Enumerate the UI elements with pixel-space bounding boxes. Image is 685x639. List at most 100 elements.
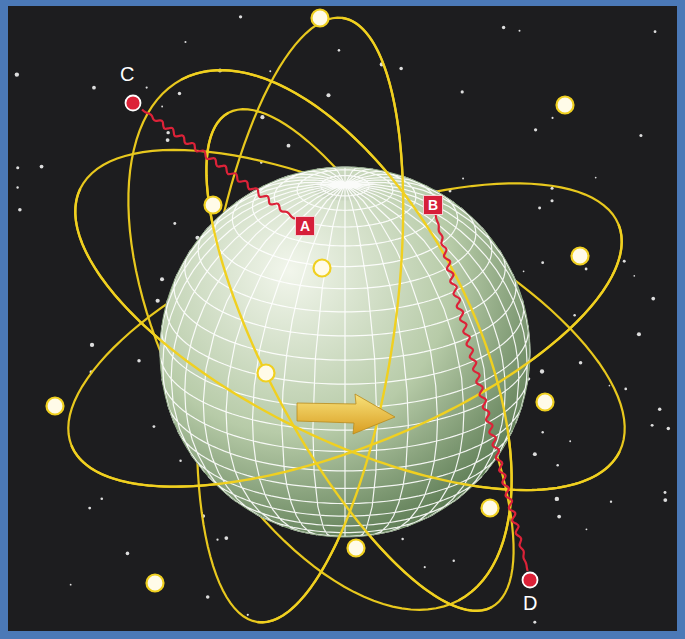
globe-rim [160,167,530,537]
star [585,528,587,530]
star [92,86,96,90]
satellite [482,500,499,517]
star [639,134,642,137]
star [557,515,561,519]
star [90,343,94,347]
globe-sphere [160,167,530,537]
marker-dot [126,96,141,111]
star [556,464,559,467]
star [609,385,611,387]
orbit-path [258,18,404,622]
star [137,359,140,362]
star [624,388,627,391]
star [16,186,18,188]
star [541,261,544,264]
star [610,501,612,503]
star [523,270,525,272]
receiver-flag: B [423,195,443,215]
satellite [537,394,554,411]
satellite [312,10,329,27]
globe-grid [160,167,530,537]
star [637,332,641,336]
orbit-path [182,70,512,600]
star [338,49,341,52]
star [224,536,228,540]
star [667,427,670,430]
star [216,539,218,541]
satellite [147,575,164,592]
star [401,538,403,540]
star [555,497,559,501]
satellites [47,10,589,592]
star [146,86,148,88]
star [173,222,176,225]
star [569,440,571,442]
star [658,408,661,411]
orbit-path [71,224,621,486]
star [326,93,330,97]
star [247,614,249,616]
star [540,369,544,373]
star [663,498,667,502]
star [573,314,576,317]
star [161,106,163,108]
node-label: D [523,593,537,613]
star [579,361,583,365]
star [100,497,103,500]
star [126,552,130,556]
star [269,70,271,72]
star [70,584,72,586]
star [633,275,635,277]
star [15,72,19,76]
star [585,268,588,271]
star [623,260,626,263]
satellite [258,365,275,382]
star [519,30,521,32]
star [166,131,169,134]
star [179,460,181,462]
star [287,144,291,148]
star [552,117,554,119]
node-label: A [300,218,310,234]
night-sky [8,6,677,631]
star [533,452,537,456]
star [206,595,210,599]
star [399,67,403,71]
star [18,208,22,212]
satellite [314,260,331,277]
node-label: C [120,64,134,84]
satellite [572,248,589,265]
star [16,166,19,169]
star [88,507,91,510]
satellite [557,97,574,114]
signal-link [142,109,295,218]
orbit-path [75,188,619,490]
star [461,90,464,93]
orbits-back [68,18,624,623]
stars [15,15,670,623]
star [651,424,654,427]
marker-dot [124,94,142,112]
earth-globe [160,167,530,537]
star [541,431,543,433]
star [651,297,655,301]
star [453,560,455,562]
star [156,299,160,303]
rotation-arrow [297,394,395,434]
satellite [205,197,222,214]
satellite [47,398,64,415]
star [595,177,597,179]
star [424,566,426,568]
signal-link [436,215,528,571]
star [462,178,464,180]
star [260,115,264,119]
receiver-flag: A [295,216,315,236]
star [533,621,536,624]
marker-dot [521,571,539,589]
star [664,491,667,494]
node-label: B [428,197,438,213]
star [166,138,170,142]
